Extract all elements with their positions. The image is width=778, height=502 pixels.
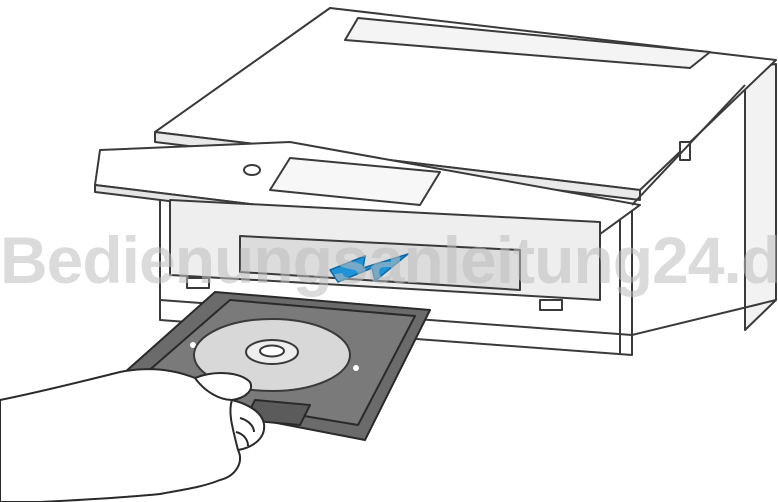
printer-icon (95, 8, 776, 355)
hand-icon (0, 369, 264, 502)
